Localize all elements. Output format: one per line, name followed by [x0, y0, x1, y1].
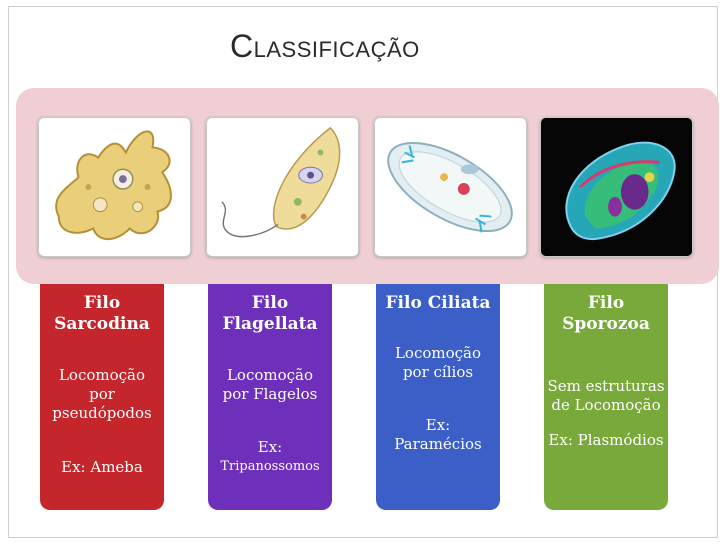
- description-line: de Locomoção: [551, 396, 661, 414]
- group-name: Filo Sporozoa: [544, 293, 668, 335]
- column-flagellata: Filo Flagellata Locomoção por Flagelos E…: [208, 284, 332, 510]
- plasmodium-image: [540, 117, 693, 257]
- group-name-line: Filo: [83, 293, 121, 313]
- description-line: Locomoção: [58, 366, 146, 384]
- column-ciliata: Filo Ciliata Locomoção por cílios Ex: Pa…: [376, 284, 500, 510]
- example-line: Ex:: [425, 416, 451, 434]
- column-sporozoa: Filo Sporozoa Sem estruturas de Locomoçã…: [544, 284, 668, 510]
- group-description: Locomoção por Flagelos: [208, 366, 332, 404]
- description-line: por: [89, 385, 115, 403]
- flagellate-image: [206, 117, 359, 257]
- plasmodium-illustration: [541, 118, 692, 256]
- example-line: Tripanossomos: [220, 459, 320, 474]
- group-description: Sem estruturas de Locomoção: [544, 377, 668, 415]
- group-example: Ex: Paramécios: [376, 416, 500, 454]
- group-name-line: Sporozoa: [562, 314, 650, 334]
- paramecium-illustration: [387, 142, 513, 233]
- group-name: Filo Ciliata: [385, 293, 491, 313]
- group-name: Filo Sarcodina: [40, 293, 164, 335]
- group-name-line: Filo: [587, 293, 625, 313]
- group-example: Ex: Ameba: [61, 458, 143, 476]
- group-description: Locomoção por pseudópodos: [40, 366, 164, 423]
- description-line: Locomoção: [226, 366, 314, 384]
- description-line: Locomoção: [394, 344, 482, 362]
- group-description: Locomoção por cílios: [376, 344, 500, 382]
- description-line: por cílios: [402, 363, 474, 381]
- description-line: pseudópodos: [52, 404, 152, 422]
- paramecium-image: [374, 117, 527, 257]
- example-line: Ex:: [257, 438, 283, 456]
- group-name: Filo Flagellata: [208, 293, 332, 335]
- amoeba-illustration: [55, 130, 172, 241]
- description-line: por Flagelos: [222, 385, 318, 403]
- group-name-line: Flagellata: [222, 314, 318, 334]
- description-line: Sem estruturas: [547, 377, 665, 395]
- group-example: Ex: Tripanossomos: [208, 438, 332, 476]
- group-name-line: Sarcodina: [54, 314, 150, 334]
- group-example: Ex: Plasmódios: [548, 431, 664, 449]
- flagellate-illustration: [221, 126, 341, 238]
- slide-title: Classificação: [230, 28, 420, 64]
- example-line: Paramécios: [394, 435, 482, 453]
- amoeba-image: [38, 117, 191, 257]
- column-sarcodina: Filo Sarcodina Locomoção por pseudópodos…: [40, 284, 164, 510]
- group-name-line: Filo: [251, 293, 289, 313]
